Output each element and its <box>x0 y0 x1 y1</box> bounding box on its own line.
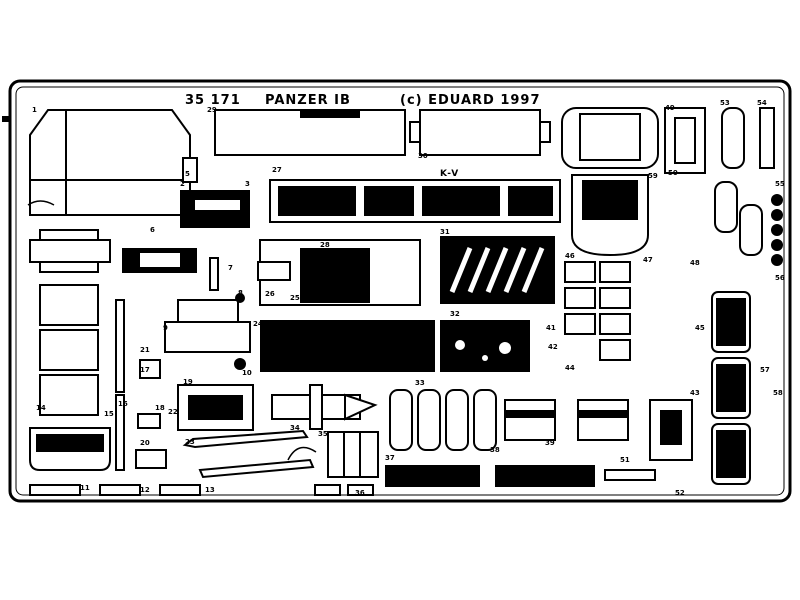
part-number: 31 <box>440 228 450 236</box>
part-group-box-right <box>649 399 693 461</box>
part-number: 55 <box>775 180 785 188</box>
part-number: 59 <box>648 172 658 180</box>
part-number: 48 <box>690 259 700 267</box>
part-number: 36 <box>355 489 365 497</box>
model-name: PANZER IB <box>265 93 351 108</box>
part-number: 33 <box>415 379 425 387</box>
part-number: 26 <box>265 290 275 298</box>
part-number: 21 <box>140 346 150 354</box>
part-number: 58 <box>773 389 783 397</box>
part-number: 1 <box>32 106 37 114</box>
part-group-rods <box>115 257 219 471</box>
part-number: 46 <box>565 252 575 260</box>
part-number: 34 <box>290 424 300 432</box>
part-number: 16 <box>118 400 128 408</box>
part-number: 38 <box>490 446 500 454</box>
part-number: 22 <box>168 408 178 416</box>
part-group-fins <box>564 261 631 361</box>
part-number: 5 <box>185 170 190 178</box>
part-number: 9 <box>163 324 168 332</box>
part-number: 56 <box>775 274 785 282</box>
part-number: 11 <box>80 484 90 492</box>
product-code: 35 171 <box>185 93 241 108</box>
part-number: 57 <box>760 366 770 374</box>
part-group-brackets <box>504 399 629 441</box>
part-group-mechanisms <box>122 190 291 281</box>
part-number: 27 <box>272 166 282 174</box>
part-number: 8 <box>238 289 243 297</box>
part-group-louvres <box>440 236 555 304</box>
kv-label: K-V <box>440 169 459 179</box>
part-group-axle <box>271 384 378 430</box>
part-group-tray <box>164 293 251 370</box>
part-number: 7 <box>228 264 233 272</box>
part-number: 18 <box>155 404 165 412</box>
part-number: 43 <box>690 389 700 397</box>
part-number: 4 <box>200 194 205 202</box>
part-group-bottom-loops <box>29 484 374 496</box>
part-number: 12 <box>140 486 150 494</box>
part-group-right-pieces <box>664 107 783 266</box>
part-number: 24 <box>253 320 263 328</box>
part-number: 25 <box>290 294 300 302</box>
part-group-track-links <box>389 389 497 451</box>
part-group-bars <box>327 431 379 478</box>
part-number: 47 <box>643 256 653 264</box>
fret-frame <box>2 79 792 503</box>
part-group-top-left <box>27 109 198 216</box>
copyright-text: (c) EDUARD 1997 <box>400 93 541 108</box>
part-number: 6 <box>150 226 155 234</box>
part-number: 41 <box>546 324 556 332</box>
part-number: 50 <box>668 169 678 177</box>
part-group-boxes <box>135 359 254 469</box>
part-number: 35 <box>318 430 328 438</box>
part-number: 29 <box>207 106 217 114</box>
part-number: 19 <box>183 378 193 386</box>
part-group-rails <box>385 465 656 487</box>
part-group-seat <box>561 107 659 257</box>
part-number: 13 <box>205 486 215 494</box>
part-number: 32 <box>450 310 460 318</box>
part-number: 28 <box>320 241 330 249</box>
part-number: 39 <box>545 439 555 447</box>
part-number: 53 <box>720 99 730 107</box>
part-number: 15 <box>104 410 114 418</box>
part-number: 49 <box>665 104 675 112</box>
part-group-hatches <box>711 291 751 485</box>
part-number: 14 <box>36 404 46 412</box>
part-number: 20 <box>140 439 150 447</box>
part-group-instrument-panel <box>440 320 530 372</box>
part-number: 44 <box>565 364 575 372</box>
part-group-engine-deck <box>214 109 551 156</box>
part-number: 17 <box>140 366 150 374</box>
part-group-grille-bar <box>269 179 561 223</box>
part-group-wrenches <box>182 429 317 479</box>
part-group-left-frames <box>29 229 111 471</box>
part-number: 52 <box>675 489 685 497</box>
part-number: 3 <box>245 180 250 188</box>
part-number: 40 <box>520 319 530 327</box>
part-number: 37 <box>385 454 395 462</box>
part-number: 2 <box>180 180 185 188</box>
part-number: 23 <box>185 438 195 446</box>
part-number: 51 <box>620 456 630 464</box>
part-number: 10 <box>242 369 252 377</box>
part-number: 42 <box>548 343 558 351</box>
part-number: 54 <box>757 99 767 107</box>
part-number: 30 <box>418 152 428 160</box>
part-group-hull-plate <box>259 239 435 372</box>
part-number: 45 <box>695 324 705 332</box>
